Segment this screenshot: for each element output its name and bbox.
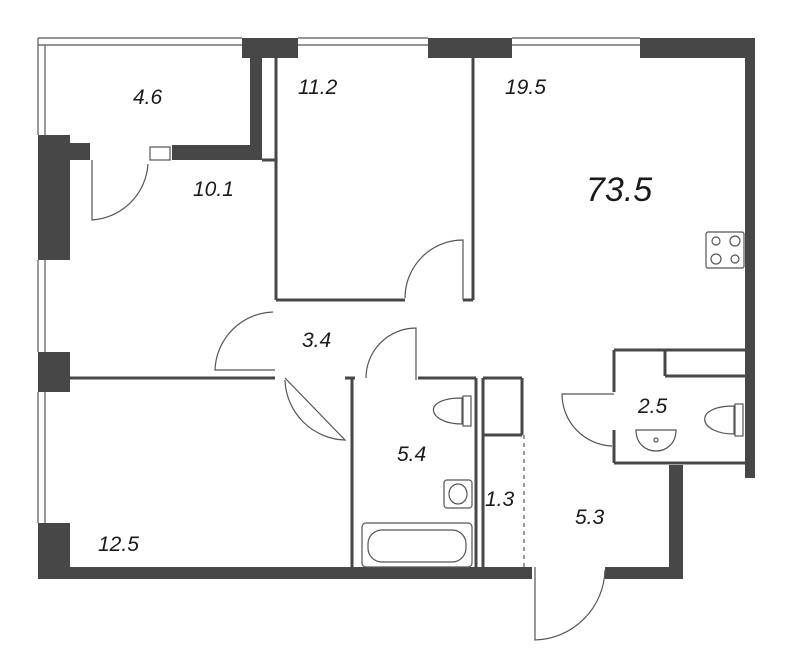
wall-left-2 <box>38 160 70 260</box>
bathtub-icon <box>361 522 473 568</box>
wc-toilet-icon <box>704 403 744 437</box>
exterior-walls <box>38 38 755 579</box>
room-area-bedroom-bottom: 12.5 <box>98 533 139 556</box>
wall-left-3 <box>38 352 70 392</box>
wall-top-3 <box>640 38 755 58</box>
total-area: 73.5 <box>586 171 652 209</box>
room-area-loggia: 4.6 <box>133 86 163 109</box>
stove-icon <box>705 231 745 269</box>
windows <box>37 37 640 523</box>
wall-bottom-2 <box>605 567 683 579</box>
wc-sink-icon <box>635 429 677 452</box>
room-area-wardrobe: 1.3 <box>485 488 515 511</box>
wall-loggia-right <box>250 58 262 158</box>
room-area-bedroom-middle: 11.2 <box>298 76 338 99</box>
wall-top-2 <box>428 38 512 58</box>
wall-top-1 <box>242 38 298 58</box>
wall-bottom-1 <box>38 567 532 579</box>
wall-loggia-bottom-left <box>60 143 90 160</box>
doors <box>91 146 614 641</box>
room-area-bathroom: 5.4 <box>397 443 426 466</box>
room-area-kitchen-living: 19.5 <box>505 76 546 99</box>
loggia-outline <box>37 37 262 160</box>
sink-icon <box>443 479 473 509</box>
room-area-bedroom-left: 10.1 <box>193 178 234 201</box>
room-area-hall: 5.3 <box>575 506 605 529</box>
wall-right-lower <box>669 465 683 579</box>
interior-walls <box>70 58 745 567</box>
fixtures <box>361 231 745 568</box>
wall-right-wc <box>745 350 755 478</box>
toilet-icon <box>432 395 472 427</box>
wall-loggia-bottom-right <box>172 145 262 160</box>
room-area-toilet: 2.5 <box>637 395 668 418</box>
wall-right <box>745 38 755 358</box>
room-area-corridor: 3.4 <box>302 329 331 352</box>
